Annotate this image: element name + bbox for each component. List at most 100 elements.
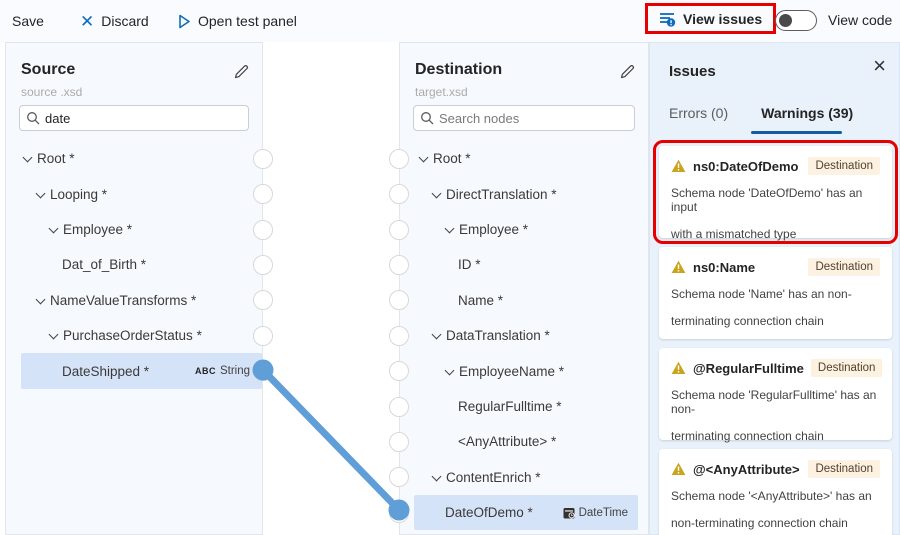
source-node-looping[interactable]: Looping * (21, 176, 262, 211)
tree-node-label: Looping * (50, 186, 108, 202)
search-icon (26, 111, 40, 125)
chevron-down-icon[interactable] (36, 190, 45, 199)
connection-dot[interactable] (253, 361, 273, 381)
dest-node-anyattribute[interactable]: <AnyAttribute> * (414, 424, 638, 459)
tab-errors[interactable]: Errors (0) (669, 105, 729, 121)
dest-node-name[interactable]: Name * (414, 283, 638, 318)
warning-card[interactable]: @RegularFulltime Destination Schema node… (659, 348, 892, 443)
connection-dot[interactable] (389, 184, 409, 204)
tree-node-label: DataTranslation * (446, 328, 550, 344)
discard-button[interactable]: ✕ Discard (80, 13, 149, 30)
search-icon (420, 111, 434, 125)
tree-node-label: EmployeeName * (459, 363, 565, 379)
tree-node-label: DateShipped * (62, 363, 150, 379)
tree-node-label: RegularFulltime * (458, 398, 562, 414)
destination-search-box[interactable] (413, 105, 635, 131)
chevron-down-icon[interactable] (419, 154, 428, 163)
destination-panel: Destination target.xsd Root * DirectTran… (389, 42, 649, 535)
view-issues-button[interactable]: View issues (645, 3, 777, 34)
destination-badge: Destination (808, 258, 880, 276)
data-type-badge: DateTime (563, 507, 628, 519)
warning-icon (671, 361, 686, 375)
dest-node-id[interactable]: ID * (414, 247, 638, 282)
connection-dot[interactable] (389, 290, 409, 310)
warning-card-title: ns0:Name (693, 259, 756, 275)
dest-node-contentenrich[interactable]: ContentEnrich * (414, 460, 638, 495)
chevron-down-icon[interactable] (36, 296, 45, 305)
connection-dot[interactable] (253, 326, 273, 346)
warning-card[interactable]: ns0:Name Destination Schema node 'Name' … (659, 247, 892, 339)
source-node-employee[interactable]: Employee * (21, 212, 262, 247)
connection-dot[interactable] (389, 397, 409, 417)
connection-dot[interactable] (253, 184, 273, 204)
close-icon[interactable]: × (873, 53, 886, 78)
dest-node-root[interactable]: Root * (414, 141, 638, 176)
edit-source-schema-icon[interactable] (234, 64, 249, 79)
connection-dot[interactable] (253, 220, 273, 240)
tab-warnings[interactable]: Warnings (39) (761, 105, 854, 121)
top-toolbar: Save ✕ Discard Open test panel (0, 0, 900, 42)
source-node-purchaseorderstatus[interactable]: PurchaseOrderStatus * (21, 318, 262, 353)
warning-description: non-terminating connection chain (671, 516, 848, 530)
source-node-root[interactable]: Root * (21, 141, 262, 176)
save-button[interactable]: Save (12, 13, 44, 29)
source-node-dateshipped[interactable]: DateShipped * ABC String (21, 353, 262, 389)
connection-dot[interactable] (389, 149, 409, 169)
destination-badge: Destination (808, 157, 880, 175)
tree-node-label: DirectTranslation * (446, 186, 557, 202)
view-code-toggle[interactable] (775, 10, 817, 31)
warning-card-title: ns0:DateOfDemo (693, 158, 799, 174)
chevron-down-icon[interactable] (445, 367, 454, 376)
warning-icon (671, 260, 686, 274)
connection-dot[interactable] (389, 220, 409, 240)
tree-node-label: Name * (458, 292, 504, 308)
warning-description: terminating connection chain (671, 429, 824, 443)
source-node-dat-of-birth[interactable]: Dat_of_Birth * (21, 247, 262, 282)
tree-node-label: ID * (458, 257, 481, 273)
chevron-down-icon[interactable] (23, 154, 32, 163)
dest-node-dateofdemo[interactable]: DateOfDemo * DateTime (414, 494, 638, 531)
open-test-panel-button[interactable]: Open test panel (178, 13, 297, 29)
tree-node-label: ContentEnrich * (446, 469, 541, 485)
connection-dot[interactable] (389, 503, 409, 523)
connection-dot[interactable] (253, 149, 273, 169)
edit-destination-schema-icon[interactable] (620, 64, 635, 79)
warning-card[interactable]: ns0:DateOfDemo Destination Schema node '… (653, 140, 898, 244)
chevron-down-icon[interactable] (445, 225, 454, 234)
dest-node-employeename[interactable]: EmployeeName * (414, 353, 638, 388)
source-schema-filename: source .xsd (21, 85, 83, 99)
connection-dot[interactable] (389, 326, 409, 346)
connection-dot[interactable] (389, 255, 409, 275)
dest-node-directtranslation[interactable]: DirectTranslation * (414, 176, 638, 211)
connection-dot[interactable] (253, 290, 273, 310)
warning-icon (671, 462, 686, 476)
chevron-down-icon[interactable] (49, 225, 58, 234)
view-code-label: View code (828, 12, 893, 28)
issues-panel: Issues × Errors (0) Warnings (39) ns0:Da… (649, 42, 900, 535)
open-test-panel-label: Open test panel (198, 13, 297, 29)
destination-search-input[interactable] (439, 110, 628, 126)
dest-node-datatranslation[interactable]: DataTranslation * (414, 318, 638, 353)
destination-schema-filename: target.xsd (415, 85, 468, 99)
datetime-type-icon (563, 507, 575, 519)
chevron-down-icon[interactable] (432, 331, 441, 340)
dest-node-regularfulltime[interactable]: RegularFulltime * (414, 389, 638, 424)
connection-dot[interactable] (389, 432, 409, 452)
connection-dot[interactable] (389, 467, 409, 487)
source-panel: Source source .xsd Root * Looping * Empl… (5, 42, 273, 535)
source-node-namevaluetransforms[interactable]: NameValueTransforms * (21, 283, 262, 318)
discard-button-label: Discard (101, 13, 149, 29)
dest-node-employee[interactable]: Employee * (414, 212, 638, 247)
source-search-input[interactable] (45, 110, 242, 126)
tree-node-label: Root * (433, 151, 471, 167)
tree-node-label: DateOfDemo * (445, 505, 533, 521)
source-search-box[interactable] (19, 105, 249, 131)
chevron-down-icon[interactable] (49, 331, 58, 340)
warning-icon (671, 159, 686, 173)
connection-dot[interactable] (253, 255, 273, 275)
connection-dot[interactable] (389, 361, 409, 381)
chevron-down-icon[interactable] (432, 473, 441, 482)
string-type-icon: ABC (194, 366, 216, 377)
warning-card[interactable]: @<AnyAttribute> Destination Schema node … (659, 449, 892, 535)
chevron-down-icon[interactable] (432, 190, 441, 199)
